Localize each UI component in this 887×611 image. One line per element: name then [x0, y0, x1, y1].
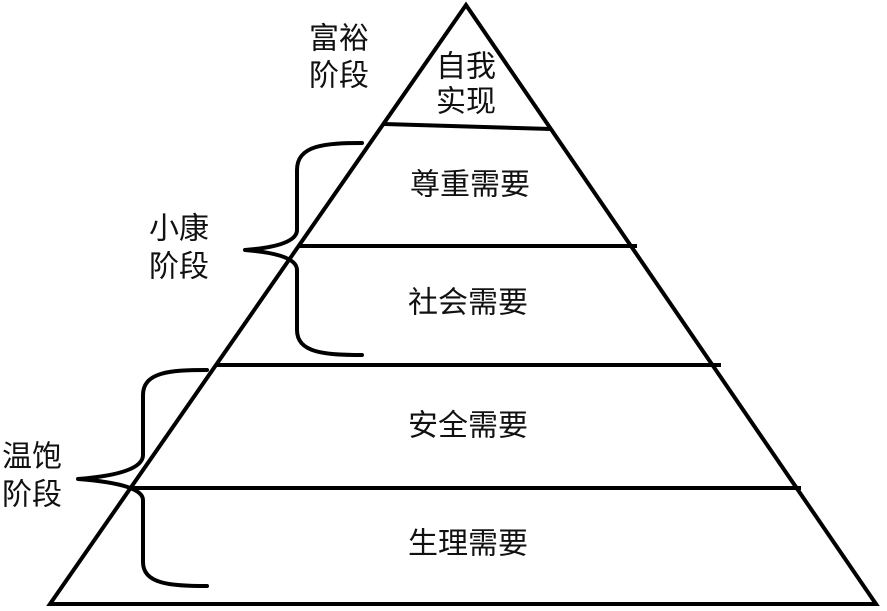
- layer-social-needs: 社会需要: [408, 286, 528, 321]
- stage-subsistence-line1: 温饱: [2, 440, 62, 475]
- layer-self-actualization-line2: 实现: [436, 85, 496, 120]
- stage-subsistence-line2: 阶段: [2, 478, 62, 513]
- layer-physiological-needs: 生理需要: [408, 527, 528, 562]
- pyramid-outline: [46, 1, 880, 606]
- divider-self-actualization: [383, 122, 552, 131]
- layer-self-actualization-line1: 自我: [436, 50, 496, 85]
- brace-subsistence: [76, 368, 209, 588]
- layer-esteem-needs: 尊重需要: [410, 168, 530, 203]
- layer-safety-needs: 安全需要: [408, 409, 528, 444]
- stage-wealthy-line1: 富裕: [309, 22, 369, 57]
- brace-moderately-prosperous: [243, 141, 364, 357]
- stage-wealthy-line2: 阶段: [309, 59, 369, 94]
- stage-moderately-prosperous-line1: 小康: [149, 212, 209, 247]
- stage-moderately-prosperous-line2: 阶段: [149, 250, 209, 285]
